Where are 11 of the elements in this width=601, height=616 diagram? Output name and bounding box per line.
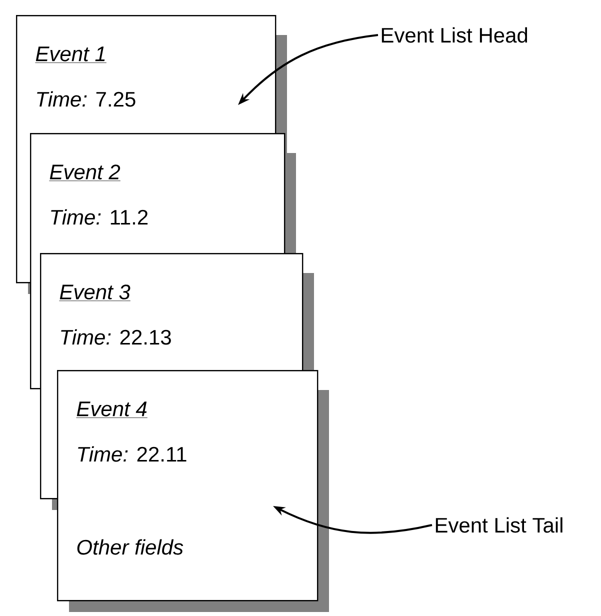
pointer-label: Event List Head (382, 27, 528, 43)
pointer-label: Event List Tail (436, 517, 562, 533)
time-field: Time: 7.25 (37, 91, 136, 107)
field-label: Other fields (77, 539, 184, 555)
time-field: Time: 22.11 (78, 446, 186, 462)
time-field: Time: 11.2 (51, 209, 148, 225)
card-title: Event 1 (35, 46, 107, 63)
time-field: Time: 22.13 (61, 329, 171, 345)
card-title: Event 4 (76, 402, 148, 418)
card-title: Event 3 (59, 284, 131, 302)
card-title: Event 2 (49, 164, 121, 182)
